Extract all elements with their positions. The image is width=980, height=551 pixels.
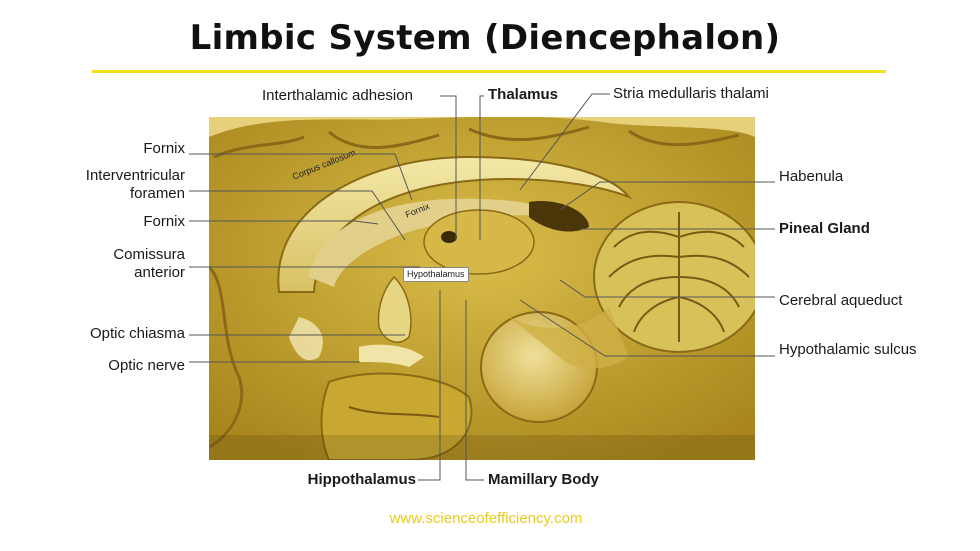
label-thalamus: Thalamus bbox=[488, 86, 559, 103]
label-fornix-top: Fornix bbox=[143, 140, 185, 157]
page-title: Limbic System (Diencephalon) bbox=[189, 18, 781, 58]
label-interthalamic-adhesion: Interthalamic adhesion bbox=[262, 87, 413, 104]
label-comissura-anterior-line1: Comissura bbox=[113, 246, 185, 263]
label-comissura-anterior-line2: anterior bbox=[134, 264, 185, 281]
label-fornix-mid: Fornix bbox=[143, 213, 185, 230]
label-habenula: Habenula bbox=[779, 168, 844, 185]
label-optic-nerve: Optic nerve bbox=[108, 357, 185, 374]
label-interventricular-foramen-line1: Interventricular bbox=[85, 167, 185, 184]
label-hippothalamus: Hippothalamus bbox=[307, 471, 416, 488]
brain-sagittal-image bbox=[209, 117, 755, 460]
image-label-hypothalamus: Hypothalamus bbox=[403, 267, 469, 282]
label-hypothalamic-sulcus: Hypothalamic sulcus bbox=[779, 341, 917, 358]
label-mamillary-body: Mamillary Body bbox=[488, 471, 599, 488]
website-link[interactable]: www.scienceofefficiency.com bbox=[389, 510, 583, 527]
title-underline bbox=[92, 70, 886, 73]
label-interventricular-foramen-line2: foramen bbox=[129, 185, 185, 202]
label-optic-chiasma: Optic chiasma bbox=[89, 325, 185, 342]
label-cerebral-aqueduct: Cerebral aqueduct bbox=[779, 292, 903, 309]
brain-illustration bbox=[209, 117, 755, 460]
label-pineal-gland: Pineal Gland bbox=[779, 220, 870, 237]
label-stria-medullaris-thalami: Stria medullaris thalami bbox=[613, 85, 769, 102]
